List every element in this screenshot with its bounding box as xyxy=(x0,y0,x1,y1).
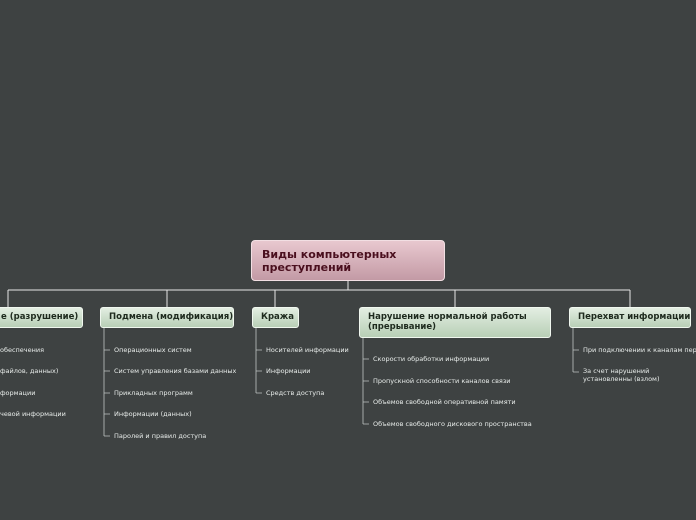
leaf-destruction-2: файлов, данных) xyxy=(0,367,59,375)
leaf-destruction-4: чевой информации xyxy=(0,410,66,418)
branch-4-connector xyxy=(572,328,579,373)
leaf-modification-2: Систем управления базами данных xyxy=(114,367,237,375)
leaf-destruction-1: обеспечения xyxy=(0,346,45,354)
leaf-theft-3: Средств доступа xyxy=(266,389,325,397)
branch-modification[interactable]: Подмена (модификация) xyxy=(100,307,234,328)
branch-interruption[interactable]: Нарушение нормальной работы (прерывание) xyxy=(359,307,551,338)
branch-3-connector xyxy=(362,338,369,425)
leaf-modification-3: Прикладных программ xyxy=(114,389,193,397)
leaf-interruption-4: Объемов свободного дискового пространств… xyxy=(373,420,532,428)
root-connector xyxy=(7,281,631,307)
branch-2-connector xyxy=(255,328,262,394)
leaf-interruption-2: Пропускной способности каналов связи xyxy=(373,377,511,385)
leaf-modification-4: Информации (данных) xyxy=(114,410,192,418)
leaf-modification-1: Операционных систем xyxy=(114,346,192,354)
leaf-interception-2: За счет нарушений установленны (взлом) xyxy=(583,367,660,383)
leaf-destruction-3: формации xyxy=(0,389,36,397)
leaf-interception-1: При подключении к каналам пер xyxy=(583,346,696,354)
branch-destruction[interactable]: е (разрушение) xyxy=(0,307,83,328)
leaf-theft-1: Носителей информации xyxy=(266,346,349,354)
branch-1-connector xyxy=(103,328,110,437)
branch-theft[interactable]: Кража xyxy=(252,307,299,328)
leaf-theft-2: Информации xyxy=(266,367,311,375)
branch-interception[interactable]: Перехват информации xyxy=(569,307,691,328)
leaf-modification-5: Паролей и правил доступа xyxy=(114,432,207,440)
root-node[interactable]: Виды компьютерных преступлений xyxy=(251,240,445,281)
leaf-interruption-1: Скорости обработки информации xyxy=(373,355,490,363)
leaf-interruption-3: Объемов свободной оперативной памяти xyxy=(373,398,516,406)
